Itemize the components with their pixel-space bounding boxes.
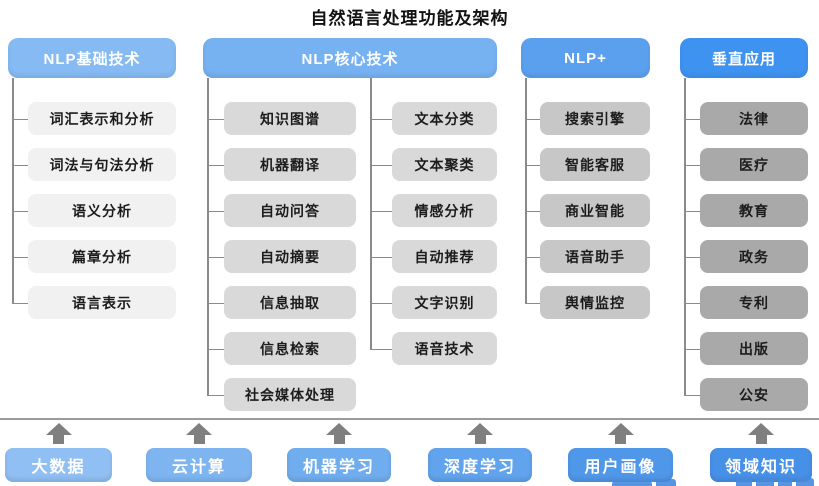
up-arrow-icon xyxy=(607,423,634,435)
connector-stub xyxy=(207,256,224,258)
watermark-fragment xyxy=(612,481,652,486)
connector-stub xyxy=(370,164,392,166)
watermark-fragment xyxy=(656,479,676,486)
tree-node: 舆情监控 xyxy=(540,286,650,319)
connector-stub xyxy=(684,348,700,350)
foundation-node: 大数据 xyxy=(5,448,112,482)
connector-stub xyxy=(525,164,540,166)
column-header-1: NLP基础技术 xyxy=(8,38,176,78)
connector-stub xyxy=(684,256,700,258)
tree-node: 信息抽取 xyxy=(224,286,356,319)
connector-stub xyxy=(207,164,224,166)
connector-stub xyxy=(207,394,224,396)
tree-node: 文本聚类 xyxy=(392,148,497,181)
tree-node: 文字识别 xyxy=(392,286,497,319)
foundation-node: 机器学习 xyxy=(287,448,391,482)
watermark-fragment xyxy=(736,478,752,486)
tree-node: 教育 xyxy=(700,194,808,227)
tree-node: 文本分类 xyxy=(392,102,497,135)
tree-node: 词汇表示和分析 xyxy=(28,102,176,135)
column-header-3: NLP+ xyxy=(521,38,650,78)
connector-stub xyxy=(684,302,700,304)
tree-node: 情感分析 xyxy=(392,194,497,227)
up-arrow-stem-icon xyxy=(333,435,345,444)
tree-node: 词法与句法分析 xyxy=(28,148,176,181)
tree-node: 社会媒体处理 xyxy=(224,378,356,411)
connector-trunk xyxy=(525,78,527,303)
foundation-node: 领域知识 xyxy=(710,448,812,482)
connector-stub xyxy=(684,210,700,212)
connector-stub xyxy=(12,164,28,166)
tree-node: 信息检索 xyxy=(224,332,356,365)
foundation-node: 云计算 xyxy=(146,448,252,482)
up-arrow-icon xyxy=(326,423,352,435)
tree-node: 搜索引擎 xyxy=(540,102,650,135)
foundation-node: 深度学习 xyxy=(428,448,532,482)
tree-node: 自动摘要 xyxy=(224,240,356,273)
tree-node: 政务 xyxy=(700,240,808,273)
up-arrow-icon xyxy=(186,423,212,435)
connector-stub xyxy=(684,118,700,120)
tree-node: 篇章分析 xyxy=(28,240,176,273)
tree-node: 出版 xyxy=(700,332,808,365)
connector-stub xyxy=(525,118,540,120)
connector-stub xyxy=(12,302,28,304)
up-arrow-stem-icon xyxy=(615,435,626,444)
up-arrow-stem-icon xyxy=(53,435,64,444)
connector-stub xyxy=(370,210,392,212)
connector-stub xyxy=(12,210,28,212)
tree-node: 智能客服 xyxy=(540,148,650,181)
tree-node: 语义分析 xyxy=(28,194,176,227)
foundation-separator-line xyxy=(0,418,819,420)
connector-stub xyxy=(684,164,700,166)
watermark-fragment xyxy=(778,478,792,486)
tree-node: 自动推荐 xyxy=(392,240,497,273)
tree-node: 自动问答 xyxy=(224,194,356,227)
up-arrow-stem-icon xyxy=(193,435,205,444)
connector-stub xyxy=(207,118,224,120)
connector-stub xyxy=(525,256,540,258)
connector-trunk xyxy=(207,78,209,395)
connector-stub xyxy=(684,394,700,396)
column-header-2: NLP核心技术 xyxy=(203,38,497,78)
up-arrow-stem-icon xyxy=(755,435,767,444)
connector-stub xyxy=(370,118,392,120)
tree-node: 专利 xyxy=(700,286,808,319)
column-header-4: 垂直应用 xyxy=(680,38,808,78)
connector-stub xyxy=(12,118,28,120)
watermark-fragment xyxy=(796,478,814,486)
connector-stub xyxy=(370,302,392,304)
tree-node: 商业智能 xyxy=(540,194,650,227)
connector-trunk xyxy=(12,78,14,303)
tree-node: 医疗 xyxy=(700,148,808,181)
up-arrow-icon xyxy=(467,423,493,435)
connector-stub xyxy=(207,210,224,212)
connector-stub xyxy=(525,210,540,212)
diagram-title: 自然语言处理功能及架构 xyxy=(310,9,509,28)
up-arrow-stem-icon xyxy=(474,435,486,444)
watermark-fragment xyxy=(756,477,774,486)
connector-stub xyxy=(207,348,224,350)
connector-stub xyxy=(370,256,392,258)
connector-stub xyxy=(370,348,392,350)
connector-stub xyxy=(525,302,540,304)
up-arrow-icon xyxy=(45,423,72,435)
connector-trunk xyxy=(370,78,372,349)
tree-node: 机器翻译 xyxy=(224,148,356,181)
tree-node: 公安 xyxy=(700,378,808,411)
foundation-node: 用户画像 xyxy=(568,448,673,482)
connector-trunk xyxy=(684,78,686,395)
tree-node: 语音助手 xyxy=(540,240,650,273)
connector-stub xyxy=(207,302,224,304)
tree-node: 语言表示 xyxy=(28,286,176,319)
connector-stub xyxy=(12,256,28,258)
tree-node: 法律 xyxy=(700,102,808,135)
tree-node: 语音技术 xyxy=(392,332,497,365)
tree-node: 知识图谱 xyxy=(224,102,356,135)
up-arrow-icon xyxy=(748,423,774,435)
